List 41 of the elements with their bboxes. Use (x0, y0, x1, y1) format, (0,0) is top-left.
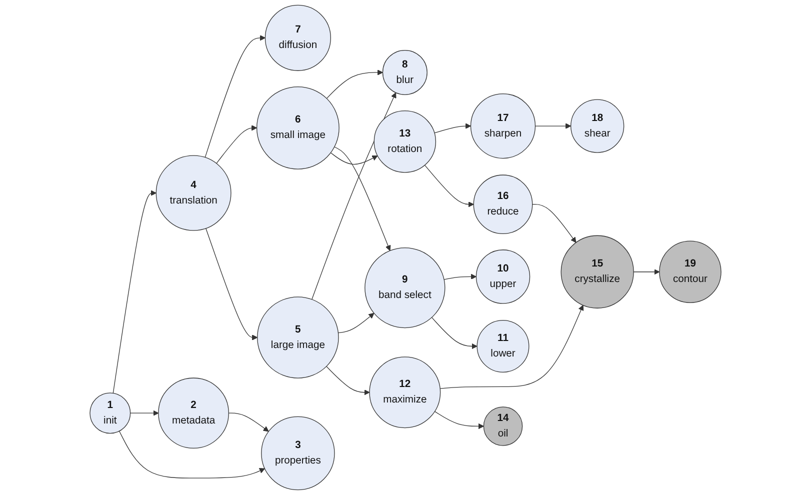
node-circle: 15 crystallize (560, 235, 634, 308)
node-circle: 1 init (90, 392, 131, 434)
arrow (326, 70, 383, 99)
arrow (440, 304, 584, 389)
arrow (444, 274, 476, 280)
arrow (633, 269, 660, 275)
node-circle: 19 contour (659, 240, 722, 303)
arrow (431, 317, 478, 350)
node-circle: 7 diffusion (264, 4, 331, 71)
node-circle: 14 oil (483, 406, 523, 446)
arrow (334, 146, 391, 251)
node-circle: 9 band select (364, 247, 446, 328)
arrow (534, 123, 572, 129)
node-circle: 6 small image (256, 86, 340, 170)
node-circle: 10 upper (476, 250, 530, 304)
arrow (206, 228, 258, 340)
arrow (130, 410, 159, 416)
arrow (228, 412, 269, 432)
arrow (216, 125, 258, 164)
arrow (330, 152, 378, 165)
node-circle: 12 maximize (369, 356, 441, 428)
node-circle: 17 sharpen (470, 93, 536, 159)
arrow (204, 35, 266, 158)
arrow (434, 123, 472, 134)
node-circle: 2 metadata (158, 378, 229, 449)
node-circle: 11 lower (476, 320, 530, 372)
arrow (424, 164, 474, 208)
node-circle: 3 properties (261, 416, 335, 490)
node-circle: 13 rotation (374, 110, 436, 173)
node-circle: 5 large image (257, 296, 339, 378)
node-circle: 4 translation (156, 155, 232, 231)
node-circle: 16 reduce (473, 174, 533, 234)
arrow (312, 92, 396, 300)
arrow (434, 411, 484, 430)
arrow (112, 190, 156, 394)
node-circle: 8 blur (382, 50, 428, 95)
arrow (118, 430, 265, 478)
arrow (326, 366, 370, 396)
node-circle: 18 shear (570, 99, 624, 153)
arrow (338, 312, 374, 334)
arrow (532, 204, 576, 243)
